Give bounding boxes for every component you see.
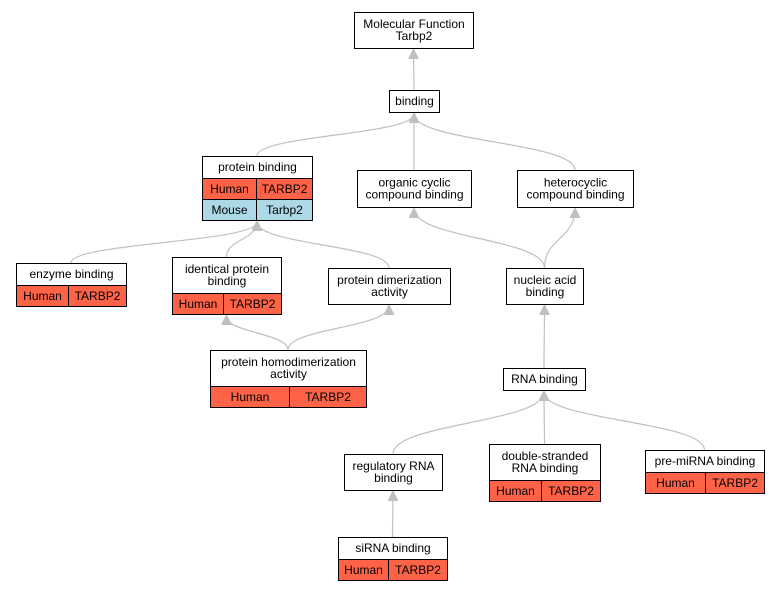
- gene-label: TARBP2: [230, 297, 276, 311]
- node-title-line: compound binding: [365, 188, 463, 202]
- edge-ds-rna-to-rna-binding: [544, 392, 545, 445]
- node-title-line: binding: [208, 274, 247, 288]
- edge-binding-to-mf: [414, 50, 415, 91]
- node-title-box: [354, 12, 474, 49]
- node-title-line: protein dimerization: [337, 273, 442, 287]
- gene-cell[interactable]: [705, 472, 765, 494]
- node-title-line: binding: [374, 471, 413, 485]
- species-label: Human: [496, 484, 535, 498]
- node-title-line: activity: [270, 367, 307, 381]
- node-title-line: Molecular Function: [363, 17, 464, 31]
- node-title-box: [344, 454, 443, 491]
- node-title-box: [210, 350, 367, 387]
- edge-pre-mirna-to-rna-binding: [544, 392, 706, 451]
- node-title-line: nucleic acid: [514, 273, 577, 287]
- gene-cell[interactable]: [68, 285, 127, 307]
- gene-label: TARBP2: [262, 182, 308, 196]
- edge-enzyme-binding-to-protein-binding: [70, 222, 257, 264]
- node-title-line: RNA binding: [512, 461, 579, 475]
- node-title-line: enzyme binding: [29, 267, 113, 281]
- node-title-box: [506, 268, 584, 305]
- gene-cell[interactable]: [388, 559, 448, 581]
- gene-cell[interactable]: [256, 199, 313, 221]
- node-title-line: regulatory RNA: [352, 459, 434, 473]
- node-rna-binding[interactable]: RNA binding: [503, 368, 586, 391]
- gene-label: TARBP2: [305, 390, 351, 404]
- node-title-line: identical protein: [185, 262, 269, 276]
- edges-layer: [70, 50, 706, 538]
- edge-protein-dimerization-to-protein-binding: [257, 222, 390, 269]
- edge-heterocyclic-to-binding: [414, 114, 576, 171]
- node-title-box: [357, 170, 472, 208]
- species-label: Mouse: [211, 203, 247, 217]
- node-title-box: [172, 257, 282, 294]
- species-label: Human: [656, 476, 695, 490]
- species-label: Human: [179, 297, 218, 311]
- edge-nucleic-acid-to-organic-cyclic: [414, 209, 546, 269]
- node-title-line: compound binding: [526, 188, 624, 202]
- gene-label: TARBP2: [395, 563, 441, 577]
- node-title-line: heterocyclic: [544, 176, 607, 190]
- gene-label: TARBP2: [712, 476, 758, 490]
- gene-cell[interactable]: [223, 293, 282, 315]
- species-label: Human: [210, 182, 249, 196]
- node-title-box: [503, 368, 586, 391]
- node-title-line: pre-miRNA binding: [655, 454, 756, 468]
- gene-cell[interactable]: [289, 386, 367, 408]
- node-title-box: [328, 268, 451, 305]
- edge-sirna-to-regulatory-rna: [393, 492, 394, 538]
- node-title-box: [489, 444, 601, 481]
- species-label: Human: [23, 289, 62, 303]
- node-title-line: organic cyclic: [378, 176, 450, 190]
- edge-nucleic-acid-to-heterocyclic: [543, 209, 576, 269]
- node-binding[interactable]: binding: [389, 90, 440, 113]
- gene-cell[interactable]: [541, 480, 601, 502]
- node-title-line: RNA binding: [511, 372, 578, 386]
- species-label: Human: [231, 390, 270, 404]
- node-title-line: binding: [395, 94, 434, 108]
- node-title-line: protein binding: [218, 160, 297, 174]
- gene-label: Tarbp2: [266, 203, 303, 217]
- node-title-box: [517, 170, 634, 208]
- gene-label: TARBP2: [75, 289, 121, 303]
- edge-protein-homodimerization-to-identical-protein: [227, 316, 289, 351]
- edge-regulatory-rna-to-rna-binding: [392, 392, 544, 455]
- species-label: Human: [344, 563, 383, 577]
- edge-protein-homodimerization-to-protein-dimerization: [287, 306, 389, 351]
- gene-label: TARBP2: [548, 484, 594, 498]
- node-title-line: Tarbp2: [396, 29, 433, 43]
- node-title-line: protein homodimerization: [221, 355, 356, 369]
- node-title-line: double-stranded: [502, 449, 589, 463]
- node-title-line: siRNA binding: [355, 541, 430, 555]
- node-title-line: activity: [371, 285, 408, 299]
- node-title-box: [389, 90, 440, 113]
- edge-rna-binding-to-nucleic-acid: [544, 306, 545, 369]
- edge-protein-binding-to-binding: [256, 114, 414, 157]
- node-title-line: binding: [526, 285, 565, 299]
